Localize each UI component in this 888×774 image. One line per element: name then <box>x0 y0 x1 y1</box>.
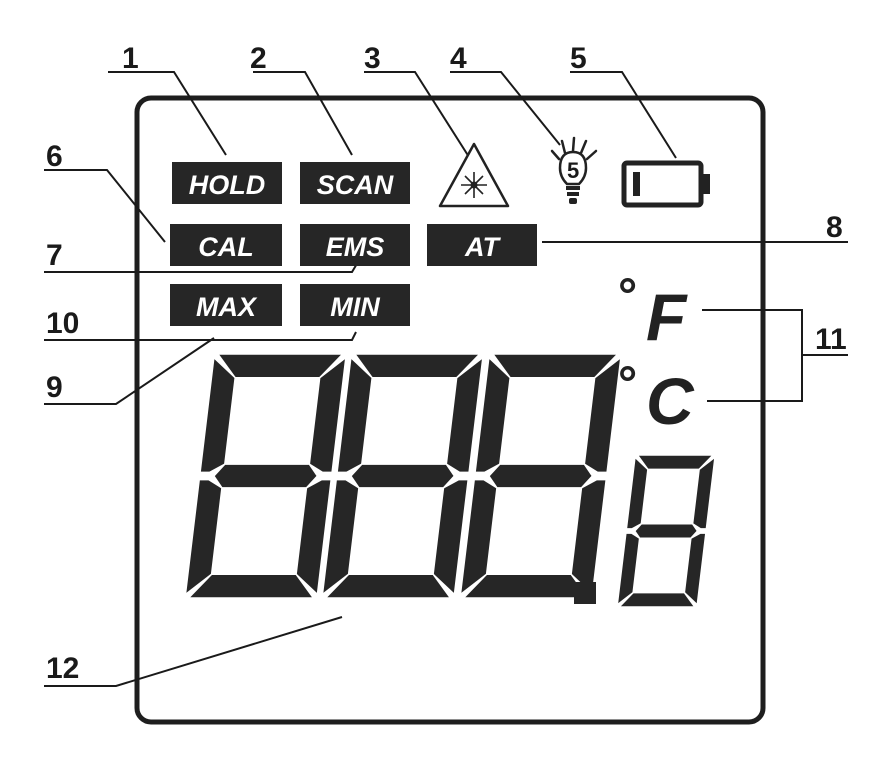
callout-line-6 <box>44 169 166 243</box>
callout-bracket-11 <box>702 309 803 402</box>
digit-2-segment-e <box>321 478 360 597</box>
digit-3-segment-b <box>583 355 622 474</box>
indicator-min: MIN <box>300 284 410 326</box>
indicator-scan-label: SCAN <box>317 170 394 200</box>
digit-2-segment-b <box>445 355 484 474</box>
callout-numbers: 1 2 3 4 5 6 7 8 9 10 11 12 <box>46 42 847 685</box>
digit-4-segment-g <box>633 523 699 539</box>
laser-warning-icon <box>438 142 510 208</box>
indicator-min-label: MIN <box>330 292 380 322</box>
digit-1-segment-e <box>184 478 223 597</box>
digit-3-segment-c <box>570 478 608 597</box>
fahrenheit-letter: F <box>646 280 688 354</box>
callout-line-12 <box>44 616 343 687</box>
fahrenheit-degree-symbol: ° <box>618 270 637 323</box>
indicator-at: AT <box>427 224 537 266</box>
digit-4-segment-c <box>683 532 707 607</box>
unit-celsius: ° C <box>618 358 695 438</box>
indicator-cal-label: CAL <box>198 232 254 262</box>
indicator-cal: CAL <box>170 224 282 266</box>
decimal-point <box>574 582 596 604</box>
backlight-bulb-number: 5 <box>567 158 579 183</box>
indicator-hold: HOLD <box>172 162 282 204</box>
callout-line-2 <box>253 71 353 156</box>
callout-line-9 <box>44 337 215 405</box>
indicator-at-label: AT <box>464 232 501 262</box>
indicator-scan: SCAN <box>300 162 410 204</box>
callout-line-1 <box>108 71 227 156</box>
digit-4-segment-b <box>691 455 716 530</box>
callout-number-2: 2 <box>250 42 267 75</box>
digit-3-segment-f <box>474 355 511 474</box>
digit-3-segment-e <box>459 478 498 597</box>
callout-number-1: 1 <box>122 42 139 75</box>
callout-number-10: 10 <box>46 307 79 340</box>
backlight-bulb-icon: 5 <box>550 136 598 204</box>
callout-number-7: 7 <box>46 239 63 272</box>
digit-3-segment-g <box>487 463 594 489</box>
indicator-ems: EMS <box>300 224 410 266</box>
callout-number-8: 8 <box>826 211 843 244</box>
digit-1-segment-g <box>212 463 319 489</box>
unit-fahrenheit: ° F <box>618 270 688 354</box>
callout-line-5 <box>570 71 677 159</box>
callout-number-12: 12 <box>46 652 79 685</box>
callout-number-5: 5 <box>570 42 587 75</box>
callout-line-3 <box>364 71 477 169</box>
digit-1-segment-d <box>186 573 315 599</box>
digit-2-segment-g <box>349 463 456 489</box>
indicator-max: MAX <box>170 284 282 326</box>
indicator-ems-label: EMS <box>326 232 385 262</box>
digit-2-segment-d <box>323 573 452 599</box>
callout-number-6: 6 <box>46 140 63 173</box>
seven-segment-display <box>184 353 716 608</box>
digit-2-segment-c <box>432 478 470 597</box>
digit-4-segment-d <box>617 591 697 608</box>
digit-4-segment-e <box>616 532 641 607</box>
digit-1-segment-b <box>308 355 347 474</box>
callout-line-10 <box>44 331 357 341</box>
digit-1-segment-f <box>199 355 236 474</box>
digit-4-segment-f <box>625 455 649 530</box>
callout-number-11: 11 <box>815 323 847 356</box>
callout-number-3: 3 <box>364 42 381 75</box>
indicator-hold-label: HOLD <box>189 170 266 200</box>
celsius-letter: C <box>646 364 695 438</box>
callout-number-4: 4 <box>450 42 467 75</box>
lcd-frame <box>134 95 766 725</box>
callout-lines <box>44 71 848 687</box>
battery-icon <box>621 160 710 208</box>
callout-number-9: 9 <box>46 371 63 404</box>
indicator-max-label: MAX <box>196 292 258 322</box>
callout-line-4 <box>450 71 561 146</box>
celsius-degree-symbol: ° <box>618 358 637 411</box>
digit-1-segment-c <box>295 478 333 597</box>
digit-2-segment-f <box>336 355 373 474</box>
